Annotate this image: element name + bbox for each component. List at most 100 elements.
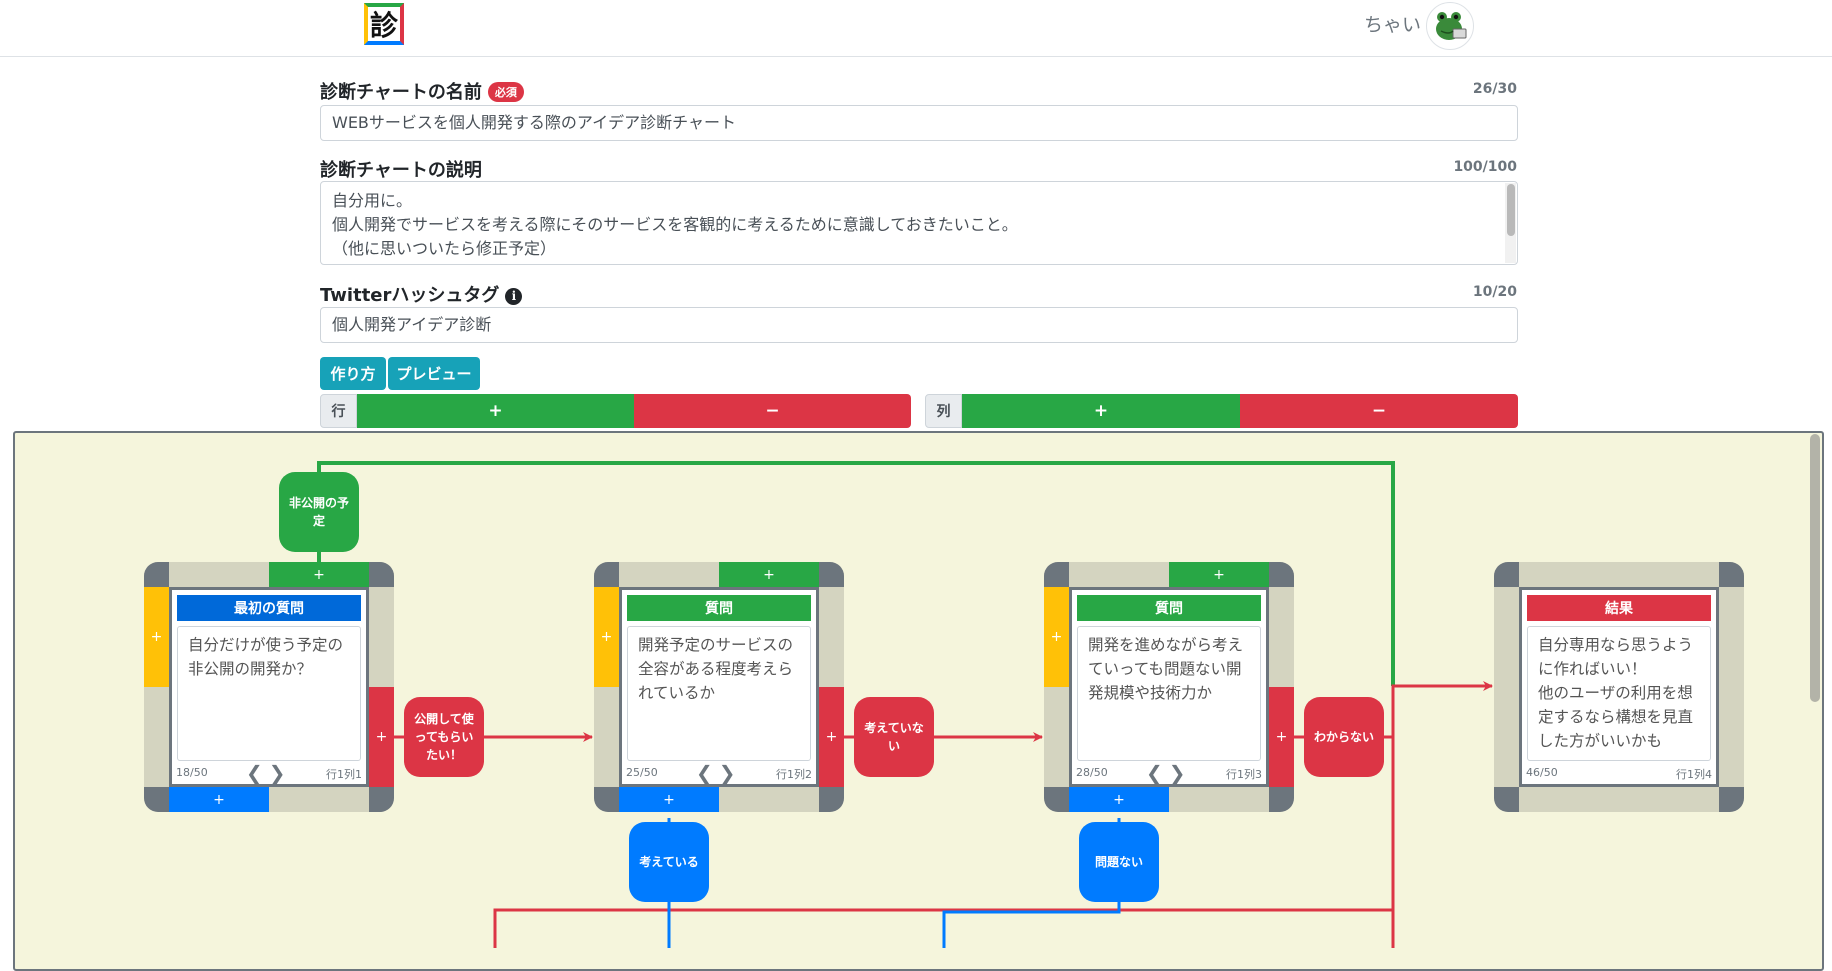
add-left-connector-button[interactable]: +: [1044, 587, 1069, 687]
chart-node-2[interactable]: + + + + 質問 開発予定のサービスの全容がある程度考えられているか 25/…: [594, 562, 844, 812]
node-corner: [1044, 562, 1069, 587]
app-logo[interactable]: 診: [364, 3, 404, 45]
move-left-icon[interactable]: ❮: [246, 761, 269, 785]
move-right-icon[interactable]: ❯: [1168, 761, 1192, 785]
howto-button[interactable]: 作り方: [320, 357, 386, 390]
add-bottom-connector-button[interactable]: +: [169, 787, 269, 812]
node-corner: [819, 562, 844, 587]
add-top-connector-button[interactable]: +: [1169, 562, 1269, 587]
add-top-connector-button[interactable]: +: [719, 562, 819, 587]
node-char-count: 18/50: [176, 766, 208, 779]
node-card[interactable]: 結果 自分専用なら思うように作ればいい！ 他のユーザの利用を想定するなら構想を見…: [1519, 587, 1719, 787]
node-corner: [144, 562, 169, 587]
edge-label-unknown[interactable]: わからない: [1304, 697, 1384, 777]
hashtag-label: Twitterハッシュタグ i: [320, 281, 523, 307]
description-line: 自分用に。: [332, 191, 413, 210]
info-icon[interactable]: i: [505, 287, 523, 305]
node-move-arrows: ❮❯: [1146, 761, 1192, 785]
node-corner: [1269, 787, 1294, 812]
node-position: 行1列3: [1226, 768, 1262, 781]
row-label: 行: [320, 394, 357, 428]
remove-column-button[interactable]: −: [1240, 394, 1518, 428]
hashtag-counter: 10/20: [1472, 284, 1517, 300]
node-type-header: 質問: [1077, 595, 1261, 621]
node-type-header: 結果: [1527, 595, 1711, 621]
add-top-connector-button[interactable]: +: [269, 562, 369, 587]
add-right-connector-button[interactable]: +: [1269, 687, 1294, 787]
edge-label-private[interactable]: 非公開の予定: [279, 472, 359, 552]
add-bottom-connector-button[interactable]: +: [619, 787, 719, 812]
node-corner: [594, 787, 619, 812]
top-header: 診 ちゃい: [0, 0, 1832, 57]
hashtag-input[interactable]: 個人開発アイデア診断: [320, 307, 1518, 343]
description-line: 個人開発でサービスを考える際にそのサービスを客観的に考えるために意識しておきたい…: [332, 215, 1018, 234]
textarea-scrollbar-thumb[interactable]: [1507, 184, 1515, 236]
node-text[interactable]: 自分専用なら思うように作ればいい！ 他のユーザの利用を想定するなら構想を見直した…: [1527, 626, 1711, 761]
chart-description-label: 診断チャートの説明: [320, 160, 482, 181]
chart-node-1[interactable]: + + + + 最初の質問 自分だけが使う予定の非公開の開発か？ 18/50 ❮…: [144, 562, 394, 812]
edge-label-public[interactable]: 公開して使ってもらいたい！: [404, 697, 484, 777]
required-badge: 必須: [487, 82, 524, 102]
node-corner: [369, 562, 394, 587]
move-right-icon[interactable]: ❯: [268, 761, 292, 785]
node-move-arrows: ❮❯: [696, 761, 742, 785]
add-right-connector-button[interactable]: +: [369, 687, 394, 787]
add-left-connector-button[interactable]: +: [594, 587, 619, 687]
description-line: （他に思いついたら修正予定）: [332, 239, 557, 258]
avatar[interactable]: [1426, 2, 1474, 50]
wire-red: [493, 908, 1393, 948]
node-char-count: 46/50: [1526, 766, 1558, 779]
edge-label-thought[interactable]: 考えている: [629, 822, 709, 902]
node-corner: [1494, 787, 1519, 812]
node-corner: [369, 787, 394, 812]
node-card[interactable]: 最初の質問 自分だけが使う予定の非公開の開発か？ 18/50 ❮❯ 行1列1: [169, 587, 369, 787]
node-footer: 28/50 ❮❯ 行1列3: [1074, 761, 1264, 785]
node-text[interactable]: 自分だけが使う予定の非公開の開発か？: [177, 626, 361, 761]
add-left-connector-button[interactable]: +: [144, 587, 169, 687]
node-card[interactable]: 質問 開発予定のサービスの全容がある程度考えられているか 25/50 ❮❯ 行1…: [619, 587, 819, 787]
node-corner: [1044, 787, 1069, 812]
node-corner: [144, 787, 169, 812]
hashtag-value: 個人開発アイデア診断: [332, 315, 492, 334]
add-column-button[interactable]: +: [962, 394, 1240, 428]
node-char-count: 25/50: [626, 766, 658, 779]
chart-name-label-text: 診断チャートの名前: [320, 82, 482, 103]
chart-name-label: 診断チャートの名前必須: [320, 78, 524, 104]
canvas-scrollbar-thumb[interactable]: [1810, 434, 1820, 702]
add-right-connector-button[interactable]: +: [819, 687, 844, 787]
node-position: 行1列4: [1676, 768, 1712, 781]
chart-name-input[interactable]: WEBサービスを個人開発する際のアイデア診断チャート: [320, 105, 1518, 141]
chart-description-textarea[interactable]: 自分用に。 個人開発でサービスを考える際にそのサービスを客観的に考えるために意識…: [320, 181, 1518, 265]
node-footer: 18/50 ❮❯ 行1列1: [174, 761, 364, 785]
node-footer: 46/50 行1列4: [1524, 764, 1714, 782]
node-corner: [1719, 562, 1744, 587]
preview-button[interactable]: プレビュー: [388, 357, 480, 390]
node-type-header: 質問: [627, 595, 811, 621]
hashtag-label-text: Twitterハッシュタグ: [320, 285, 500, 306]
node-corner: [594, 562, 619, 587]
node-corner: [1269, 562, 1294, 587]
username[interactable]: ちゃい: [1364, 14, 1422, 36]
chart-node-4[interactable]: 結果 自分専用なら思うように作ればいい！ 他のユーザの利用を想定するなら構想を見…: [1494, 562, 1744, 812]
chart-node-3[interactable]: + + + + 質問 開発を進めながら考えていっても問題ない開発規模や技術力か …: [1044, 562, 1294, 812]
node-position: 行1列1: [326, 768, 362, 781]
edge-label-no-problem[interactable]: 問題ない: [1079, 822, 1159, 902]
add-bottom-connector-button[interactable]: +: [1069, 787, 1169, 812]
node-type-header: 最初の質問: [177, 595, 361, 621]
node-text[interactable]: 開発予定のサービスの全容がある程度考えられているか: [627, 626, 811, 761]
node-text[interactable]: 開発を進めながら考えていっても問題ない開発規模や技術力か: [1077, 626, 1261, 761]
node-corner: [1719, 787, 1744, 812]
edge-label-not-thought[interactable]: 考えていない: [854, 697, 934, 777]
add-row-button[interactable]: +: [357, 394, 634, 428]
node-corner: [819, 787, 844, 812]
chart-name-counter: 26/30: [1472, 81, 1517, 97]
node-char-count: 28/50: [1076, 766, 1108, 779]
node-footer: 25/50 ❮❯ 行1列2: [624, 761, 814, 785]
move-left-icon[interactable]: ❮: [696, 761, 719, 785]
move-right-icon[interactable]: ❯: [718, 761, 742, 785]
remove-row-button[interactable]: −: [634, 394, 911, 428]
move-left-icon[interactable]: ❮: [1146, 761, 1169, 785]
node-move-arrows: ❮❯: [246, 761, 292, 785]
frog-avatar-icon: [1436, 12, 1467, 40]
node-card[interactable]: 質問 開発を進めながら考えていっても問題ない開発規模や技術力か 28/50 ❮❯…: [1069, 587, 1269, 787]
